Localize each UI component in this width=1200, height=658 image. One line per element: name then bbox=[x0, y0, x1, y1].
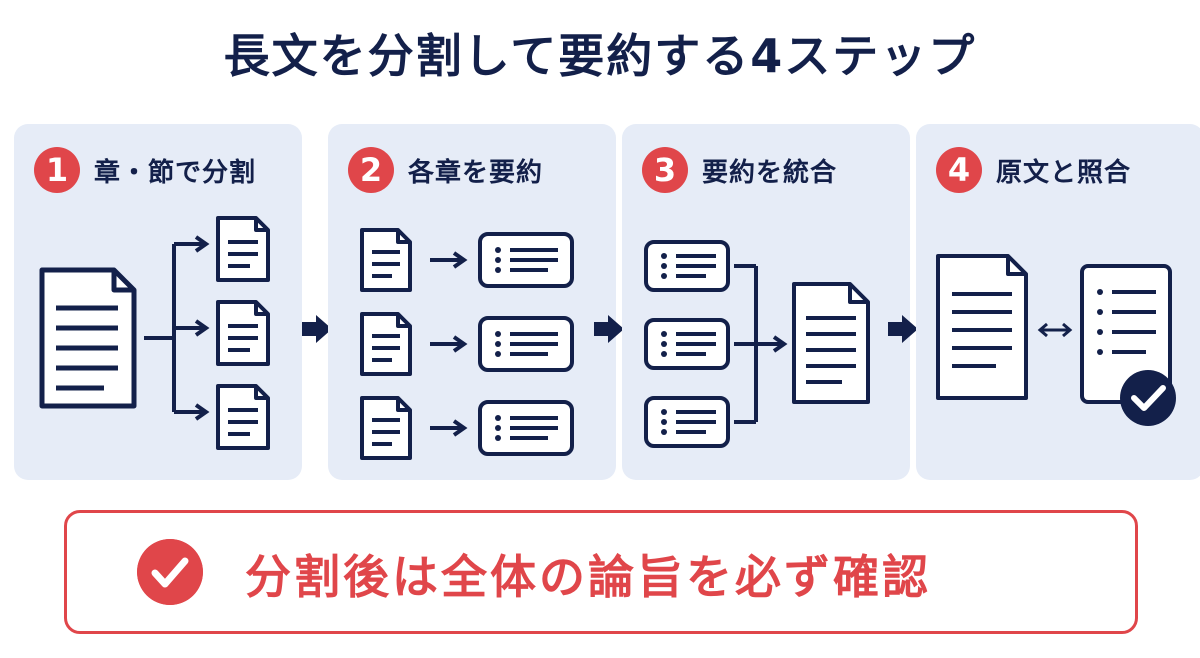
step-2-header: 2 各章を要約 bbox=[348, 146, 543, 194]
step-3-header: 3 要約を統合 bbox=[642, 146, 837, 194]
step-4-label: 原文と照合 bbox=[996, 157, 1132, 188]
merge-illustration bbox=[644, 240, 870, 448]
check-circle-icon bbox=[137, 539, 203, 605]
summarize-illustration bbox=[360, 228, 574, 460]
step-2-badge: 2 bbox=[348, 147, 394, 193]
step-4-header: 4 原文と照合 bbox=[936, 146, 1131, 194]
step-3-label: 要約を統合 bbox=[702, 157, 838, 188]
arrow-right-icon bbox=[888, 315, 918, 343]
step-4-badge: 4 bbox=[936, 147, 982, 193]
chapter-document-icon bbox=[360, 228, 412, 460]
split-illustration bbox=[39, 216, 270, 450]
warning-banner: 分割後は全体の論旨を必ず確認 bbox=[64, 510, 1138, 634]
step-3-badge: 3 bbox=[642, 147, 688, 193]
step-2-panel: 2 各章を要約 bbox=[328, 124, 616, 480]
merged-document-icon bbox=[792, 282, 870, 404]
banner-text: 分割後は全体の論旨を必ず確認 bbox=[245, 550, 931, 604]
step-2-label: 各章を要約 bbox=[408, 157, 544, 188]
compare-illustration bbox=[936, 254, 1176, 426]
step-1-label: 章・節で分割 bbox=[94, 157, 257, 188]
page-title: 長文を分割して要約する4ステップ bbox=[223, 29, 977, 83]
arrow-right-icon bbox=[302, 315, 332, 343]
source-document-icon bbox=[39, 267, 137, 409]
small-document-icon bbox=[216, 216, 270, 450]
small-arrow-icon bbox=[430, 251, 468, 437]
step-1-panel: 1 章・節で分割 bbox=[14, 124, 302, 480]
branch-arrows-icon bbox=[144, 235, 210, 421]
step-1-header: 1 章・節で分割 bbox=[34, 146, 256, 194]
merge-arrow-icon bbox=[734, 264, 788, 424]
original-document-icon bbox=[936, 254, 1028, 400]
step-3-panel: 3 要約を統合 bbox=[622, 124, 910, 480]
double-arrow-icon bbox=[1037, 322, 1073, 338]
step-1-badge: 1 bbox=[34, 147, 80, 193]
check-badge-icon bbox=[1120, 370, 1176, 426]
arrow-right-icon bbox=[594, 315, 624, 343]
step-4-panel: 4 原文と照合 bbox=[916, 124, 1200, 480]
